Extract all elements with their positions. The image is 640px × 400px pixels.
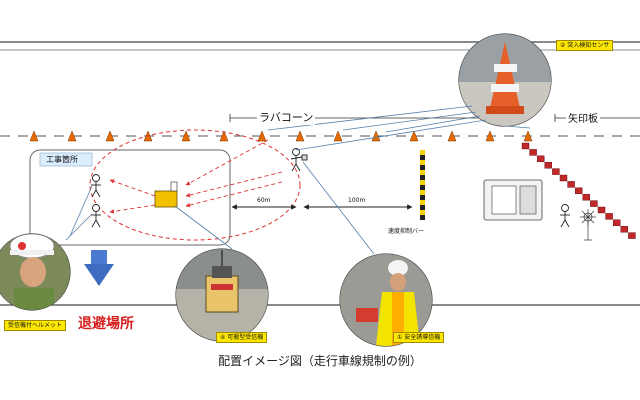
cone-icon	[105, 130, 115, 142]
cone-icon	[409, 130, 419, 142]
speed-bar-stripe	[420, 185, 425, 190]
arrow-board-segment	[575, 187, 583, 195]
arrow-board-segment	[582, 193, 590, 201]
work-area-label: 工事箇所	[46, 155, 78, 164]
speed-bar-stripe	[420, 165, 425, 170]
safety-transmitter-callout: ① 安全誘導信機	[393, 332, 445, 343]
distance-60-label: 60m	[257, 197, 271, 204]
speed-bar-stripe	[420, 205, 425, 210]
cone-icon	[181, 130, 191, 142]
work-area-label-bg	[39, 152, 93, 167]
sensor-callout: ② 突入検知センサ	[556, 40, 614, 51]
arrow-board-diagonal	[521, 142, 636, 239]
arrow-board-segment	[567, 181, 575, 188]
cone-icon	[333, 130, 343, 142]
portable-receiver-callout: ④ 可搬型受信機	[216, 332, 268, 343]
arrow-board-segment	[628, 232, 636, 239]
cone-icon	[219, 130, 229, 142]
arrow-board-segment	[544, 161, 552, 169]
speed-bar-stripe	[420, 150, 425, 155]
shelter-label: 退避場所	[78, 316, 134, 332]
cone-icon	[67, 130, 77, 142]
arrow-board-device	[483, 179, 543, 221]
rubber-cones	[29, 130, 533, 142]
signal-range-ellipse	[89, 129, 301, 241]
arrow-board-segment	[605, 213, 613, 220]
speed-bar-stripe	[420, 210, 425, 215]
cone-icon	[447, 130, 457, 142]
speed-bar-stripe	[420, 170, 425, 175]
arrow-board-label: 矢印板	[566, 110, 600, 125]
arrow-board-segment	[597, 206, 606, 214]
portable-receiver-photo	[175, 248, 269, 342]
speed-bar-stripe	[420, 200, 425, 205]
flash-light-icon	[580, 209, 596, 241]
cone-icon	[523, 130, 533, 142]
arrow-board-segment	[559, 174, 568, 182]
arrow-board-segment	[552, 168, 560, 175]
cone-icon	[29, 130, 39, 142]
speed-bar-stripe	[420, 215, 425, 220]
arrow-board-segment	[620, 225, 628, 233]
cone-icon	[257, 130, 267, 142]
diagram-caption: 配置イメージ図（走行車線規制の例）	[218, 354, 422, 368]
speed-bar-stripe	[420, 155, 425, 160]
speed-bar-stripe	[420, 160, 425, 165]
arrow-board-segment	[521, 142, 530, 150]
speed-bar	[420, 150, 425, 220]
speed-bar-label: 速度抑制バー	[388, 228, 425, 235]
arrow-board-segment	[537, 155, 545, 163]
speed-bar-stripe	[420, 180, 425, 185]
retreat-arrow	[84, 250, 114, 286]
arrow-board-segment	[529, 149, 537, 156]
speed-bar-stripe	[420, 195, 425, 200]
receiver-box-icon	[154, 181, 178, 208]
cones-label: ラバコーン	[257, 109, 316, 125]
leader-lines	[65, 105, 531, 255]
speed-bar-stripe	[420, 190, 425, 195]
arrow-board-segment	[613, 219, 621, 227]
signal-arrows	[109, 139, 283, 214]
cone-icon	[295, 130, 305, 142]
cone-icon	[485, 130, 495, 142]
distance-100-label: 100m	[348, 197, 366, 204]
helmet-photo	[0, 233, 71, 311]
work-area-box	[29, 149, 231, 246]
cone-icon	[371, 130, 381, 142]
speed-bar-stripe	[420, 175, 425, 180]
arrow-board-segment	[590, 200, 598, 207]
worker-icons	[91, 148, 570, 228]
helmet-receiver-callout: 受信機付ヘルメット	[4, 320, 67, 331]
